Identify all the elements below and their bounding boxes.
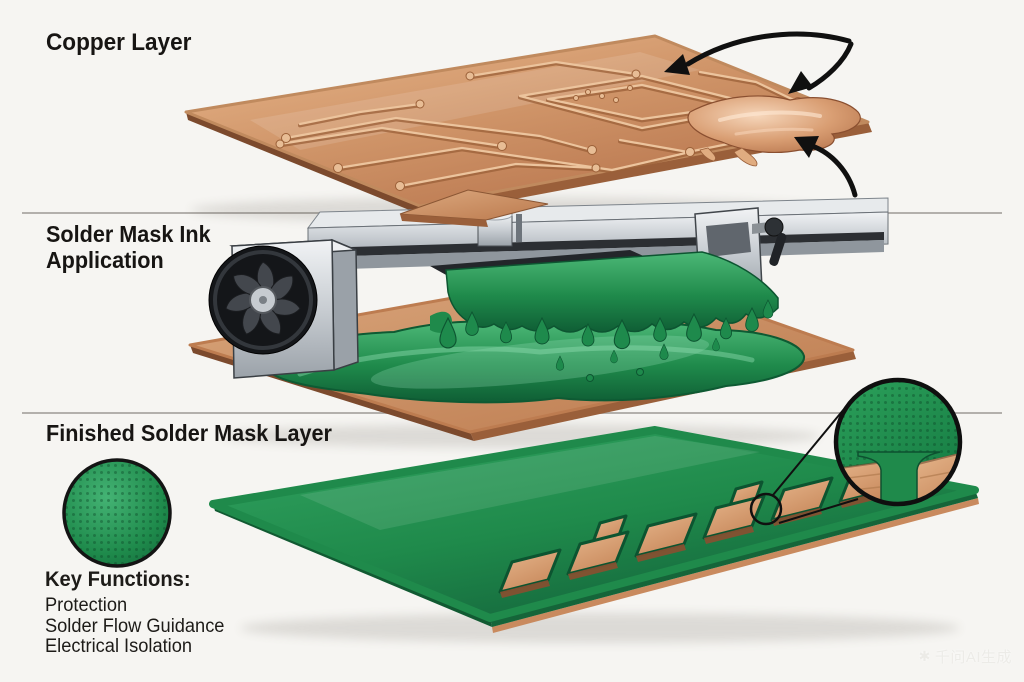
watermark: ✱ 千问AI生成: [919, 646, 1012, 667]
solder-mask-texture-swatch: [62, 458, 172, 568]
ink-pool: [258, 320, 805, 404]
copper-board-illustration: [184, 34, 872, 223]
arrow-line: [806, 41, 854, 91]
ink-curtain-and-drips: [430, 251, 779, 382]
key-functions-heading: Key Functions:: [45, 568, 191, 591]
panel-title-finished-solder-mask-layer: Finished Solder Mask Layer: [46, 420, 332, 446]
adjustment-knob: [764, 217, 784, 237]
arrowheads: [664, 54, 819, 158]
arrow-line: [685, 31, 852, 67]
key-functions-block: Key Functions: Protection Solder Flow Gu…: [45, 568, 224, 658]
key-functions-item-protection: Protection: [45, 595, 128, 616]
ink-application-illustration: [188, 189, 889, 448]
panel-title-solder-mask-ink-application: Solder Mask Ink Application: [46, 221, 211, 273]
upper-copper-plate: [399, 189, 549, 221]
magnifier-source-circle: [749, 492, 783, 526]
fan-icon: [208, 245, 318, 355]
molten-copper-blob: [687, 95, 861, 167]
copper-pads: [498, 458, 902, 594]
key-functions-item-solder-flow-guidance: Solder Flow Guidance: [45, 615, 225, 637]
key-functions-item-electrical-isolation: Electrical Isolation: [45, 636, 192, 657]
clamp-lever: [769, 232, 787, 266]
finished-pcb: [209, 426, 979, 633]
panel-title-copper-layer: Copper Layer: [46, 29, 192, 56]
watermark-text: 千问AI生成: [934, 649, 1012, 666]
finished-pcb-illustration: [62, 377, 979, 643]
piston-mount: [399, 189, 549, 247]
magnifier-inset: [749, 377, 963, 526]
pad-edges: [500, 490, 890, 598]
applicator-machine: [208, 189, 889, 379]
annotation-arrows: [664, 31, 858, 198]
board-shadow: [240, 613, 960, 643]
magnifier-ring: [833, 377, 963, 507]
arrow-line: [809, 143, 858, 198]
qwen-logo-icon: ✱: [918, 648, 931, 664]
left-end-box: [208, 238, 359, 379]
